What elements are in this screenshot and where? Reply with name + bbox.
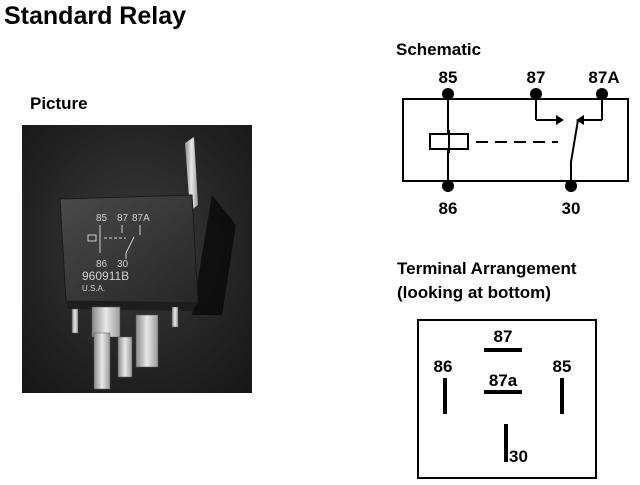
terminal-label-87: 87	[494, 327, 513, 346]
terminal-label-30: 30	[509, 447, 528, 466]
terminal-dot-87a	[596, 88, 608, 100]
terminal-blade-87a	[484, 390, 522, 394]
schematic-terminal-85: 85	[439, 68, 458, 87]
terminal-dot-87	[530, 88, 542, 100]
relay-terminals	[71, 306, 179, 390]
terminal-dot-85	[442, 88, 454, 100]
terminal-blade-30	[504, 424, 508, 462]
terminal-blade-85	[560, 378, 564, 414]
relay-part-number: 960911B	[82, 269, 129, 283]
contact-arrow-icon	[556, 115, 564, 125]
terminal-dot-30	[565, 180, 577, 192]
terminal-label-87a: 87a	[489, 371, 518, 390]
relay-body	[59, 194, 199, 304]
terminal-arrangement-label: Terminal Arrangement	[397, 259, 577, 278]
relay-marking: 85 87 87A 86 30 960911B U.S.A.	[82, 213, 150, 293]
terminal-arrangement-diagram: 87 87a 86 85 30	[417, 319, 597, 479]
relay-marking-pin-30: 30	[117, 259, 129, 270]
relay-photo: 85 87 87A 86 30 960911B U.S.A.	[22, 125, 252, 393]
page-title: Standard Relay	[4, 2, 187, 30]
terminal-label-86: 86	[434, 357, 453, 376]
schematic-terminal-30: 30	[562, 199, 581, 218]
relay-marking-pin-86: 86	[96, 259, 108, 270]
terminal-arrangement-sublabel: (looking at bottom)	[397, 283, 551, 302]
schematic-label: Schematic	[396, 40, 482, 59]
terminal-housing-outline	[417, 319, 597, 479]
terminal-label-85: 85	[553, 357, 572, 376]
terminal-dot-86	[442, 180, 454, 192]
schematic-terminal-87a: 87A	[588, 68, 619, 87]
schematic-terminal-86: 86	[439, 199, 458, 218]
picture-label: Picture	[30, 94, 88, 113]
schematic-outline	[402, 98, 629, 182]
terminal-blade-86	[443, 378, 447, 414]
relay-marking-pin-87: 87	[117, 213, 129, 224]
schematic-diagram: 85 87 87A 86 30	[402, 68, 629, 218]
terminal-blade-87	[484, 348, 522, 352]
mounting-tab	[185, 137, 198, 211]
relay-marking-pin-85: 85	[96, 213, 108, 224]
relay-marking-pin-87a: 87A	[132, 213, 150, 224]
contact-arrow-icon	[576, 115, 584, 125]
relay-origin: U.S.A.	[82, 284, 105, 293]
schematic-terminal-87: 87	[527, 68, 546, 87]
